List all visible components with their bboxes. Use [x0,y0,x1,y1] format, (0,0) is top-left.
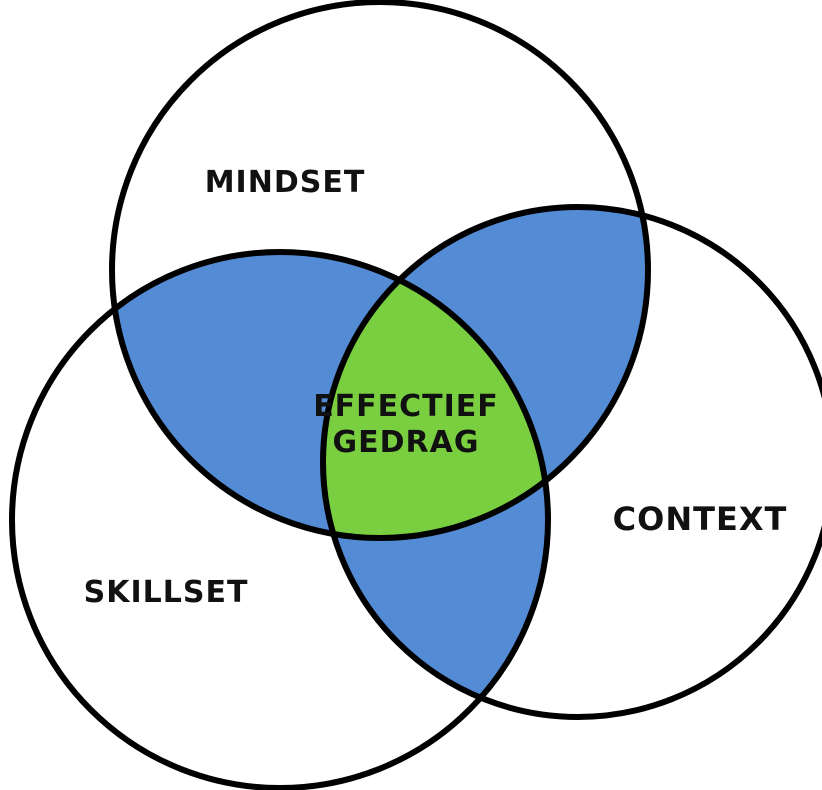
skillset-circle-outline [9,249,551,790]
mindset-label: MINDSET [205,165,366,200]
context-circle-outline [320,204,822,720]
triple-overlap-group [323,252,548,538]
skillset-label: SKILLSET [84,575,249,610]
triple-overlap [323,252,548,538]
mindset-circle-outline [109,0,651,541]
context-label: CONTEXT [613,500,788,538]
circle-outlines [9,0,822,790]
center-label-line1: EFFECTIEF [313,389,499,424]
center-label-line2: GEDRAG [333,425,480,460]
